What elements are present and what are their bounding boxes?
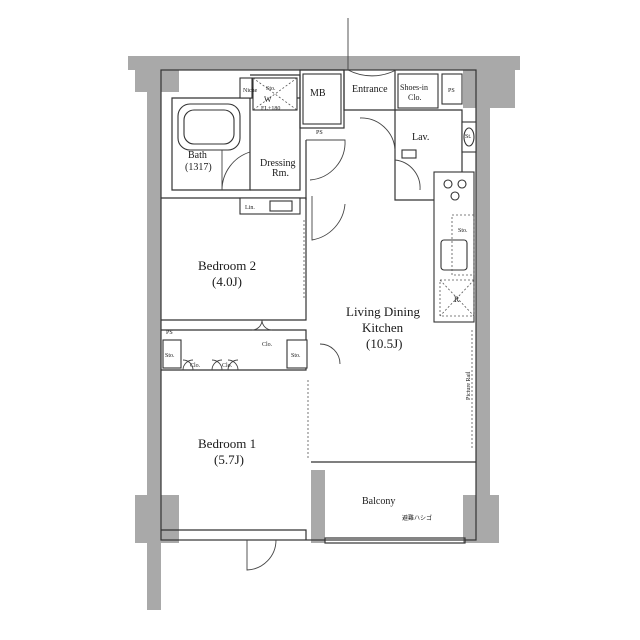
bedroom1-size-label: (5.7J) [214,452,244,467]
picture-rail-label: Picture Rail [466,371,472,400]
structural-walls [128,56,520,610]
lin-label: Lin. [245,205,255,211]
sto-label-1: Sto. [165,353,175,359]
mb-label: MB [310,88,326,99]
balcony-label: Balcony [362,496,395,507]
niche-label: Niche [243,88,258,94]
clo-label-3: Clo. [262,342,273,348]
sto-label-w: Sto. [266,86,276,92]
ps-label-mid: PS [166,330,173,336]
dressing-label: Dressing [260,158,296,169]
washer-fl-label: FL+180 [261,106,280,112]
bedroom2-label: Bedroom 2 [198,258,256,273]
ldk-kitchen-label: Kitchen [362,320,404,335]
r-label: R [454,295,460,304]
entrance-label: Entrance [352,84,388,95]
ps-label-mb: PS [316,130,323,136]
room-labels: Entrance Shoes-in Clo. PS MB PS Niche St… [165,83,472,522]
clo-label-1: Clo. [190,363,201,369]
ldk-size-label: (10.5J) [366,336,402,351]
sto-label-kitchen: Sto. [458,228,468,234]
ldk-label: Living Dining [346,304,421,319]
door-swings [221,18,421,571]
bedroom2-size-label: (4.0J) [212,274,242,289]
washer-label: W [264,95,272,104]
sto-label-2: Sto. [291,353,301,359]
dressing-rm-label: Rm. [272,168,289,179]
clo-label-2: Clo. [222,363,233,369]
lav-label: Lav. [412,132,429,143]
bedroom1-label: Bedroom 1 [198,436,256,451]
ps-label-top: PS [448,88,455,94]
ladder-label: 避難ハシゴ [402,514,432,522]
st-label: St. [465,134,472,140]
shoes-label-2: Clo. [408,93,422,102]
bath-size-label: (1317) [185,162,212,173]
bath-label: Bath [188,150,207,161]
shoes-label: Shoes-in [400,83,428,92]
fixtures [162,73,477,460]
